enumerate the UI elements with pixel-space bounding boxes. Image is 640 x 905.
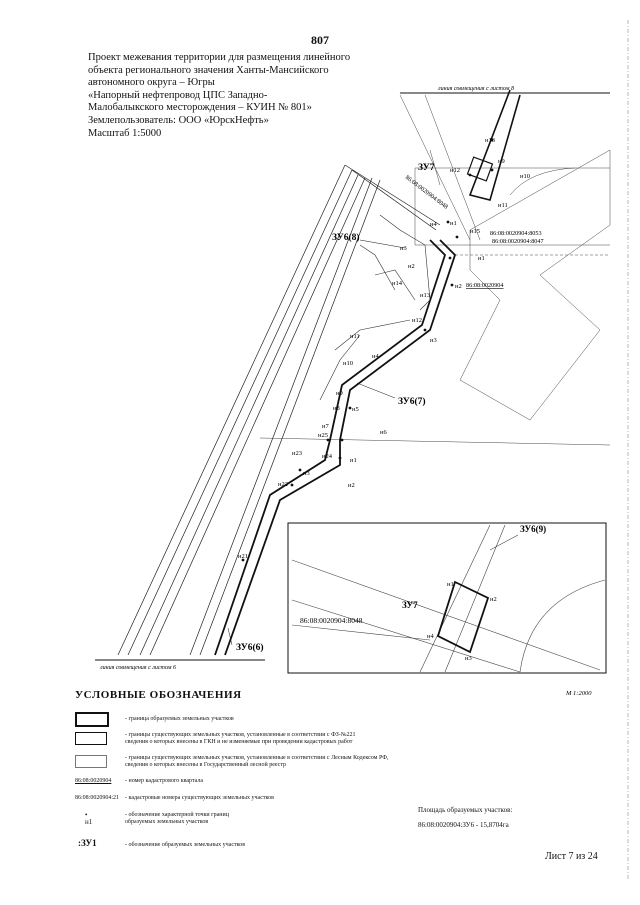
point-label: н15 xyxy=(470,228,480,235)
point-label: н13 xyxy=(420,292,430,299)
legend-sample: 86:08:0020904 xyxy=(75,778,112,784)
corridor-inner-lines xyxy=(319,214,431,401)
cadastral-label: 86:08:0020904:8048 xyxy=(404,174,449,211)
point-label: н10 xyxy=(520,173,530,180)
point-label: н11 xyxy=(350,333,360,340)
point-label: н2 xyxy=(455,283,462,290)
point-label: н1 xyxy=(350,457,357,464)
match-line-bottom-label: линия совмещения с листом 6 xyxy=(99,665,176,671)
point-label: н5 xyxy=(352,406,359,413)
point-label: н4 xyxy=(372,353,379,360)
parcel-zu6-outline xyxy=(214,239,457,656)
legend-text: - обозначение образуемых земельных участ… xyxy=(125,842,246,848)
legend-text: - обозначение характерной точки границ xyxy=(125,812,229,818)
title-line: «Напорный нефтепровод ЦПС Западно- xyxy=(88,89,268,101)
point-label: н4 xyxy=(430,221,437,228)
point-label: н3 xyxy=(400,245,407,252)
legend-text: - границы существующих земельных участко… xyxy=(125,732,356,738)
legend-text: - границы существующих земельных участко… xyxy=(125,755,389,761)
inset-frame xyxy=(287,522,607,674)
cadastral-label: 86:08:0020904:8053 xyxy=(490,230,542,237)
road-corridor xyxy=(117,164,441,656)
point-label: н13 xyxy=(485,137,495,144)
inset-point-label: н2 xyxy=(490,596,497,603)
title-line: Проект межевания территории для размещен… xyxy=(88,52,351,63)
leader-line xyxy=(359,239,406,249)
inset-boundaries xyxy=(291,524,606,673)
parcel-label-zu6-8: ЗУ6(8) xyxy=(332,232,360,243)
match-line-top-label: линия совмещения с листом 8 xyxy=(437,86,514,92)
inset-point-labels: н1 н2 н3 н4 xyxy=(427,581,497,662)
area-value: 86:08:0020904:ЗУ6 - 15,8704га xyxy=(418,821,509,829)
page-number: 807 xyxy=(311,33,329,47)
legend-text: - граница образуемых земельных участков xyxy=(125,716,234,722)
point-label: н1 xyxy=(450,220,457,227)
point-label: н25 xyxy=(318,432,328,439)
point-label: н12 xyxy=(450,167,460,174)
parcel-labels: ЗУ7 ЗУ6(8) ЗУ6(7) ЗУ6(6) xyxy=(236,163,435,653)
point-labels: н13 н9 н10 н12 н11 н4 н15 н1 н3 н1 н2 н1… xyxy=(238,137,530,560)
title-line: Землепользователь: ООО «ЮрскНефть» xyxy=(88,114,269,126)
inset-point-label: н1 xyxy=(447,581,454,588)
point-label: н2 xyxy=(408,263,415,270)
point-label: н24 xyxy=(322,453,333,460)
point-label: н21 xyxy=(238,553,248,560)
parcel-label-zu6-6: ЗУ6(6) xyxy=(236,642,264,653)
point-label: н9 xyxy=(498,158,505,165)
legend-sample: • н1 xyxy=(85,811,93,826)
point-label: н9 xyxy=(336,390,343,397)
legend-title: УСЛОВНЫЕ ОБОЗНАЧЕНИЯ xyxy=(75,689,242,701)
inset-parcel-zu7 xyxy=(436,580,490,654)
point-label: н11 xyxy=(498,202,508,209)
cadastral-label: 86:08:0020904:8047 xyxy=(492,238,544,245)
point-label: н7 xyxy=(322,423,329,430)
area-block: Площадь образуемых участков: 86:08:00209… xyxy=(418,803,512,833)
leader-line xyxy=(489,534,519,551)
point-label: н2 xyxy=(348,482,355,489)
point-label: н22 xyxy=(278,481,288,488)
legend-symbol-forest-boundary xyxy=(75,755,107,768)
legend-text: - кадастровые номера существующих земель… xyxy=(125,795,274,801)
inset-cadastral-label: 86:08:0020904:8048 xyxy=(300,616,363,625)
inset-point-label: н4 xyxy=(427,633,434,640)
existing-boundaries xyxy=(259,94,611,446)
inset-scale: М 1:2000 xyxy=(565,690,592,697)
sheet-number: Лист 7 из 24 xyxy=(545,851,598,862)
legend-symbol-new-boundary xyxy=(75,712,109,727)
title-line: объекта регионального значения Ханты-Ман… xyxy=(88,64,329,76)
point-label: н23 xyxy=(292,450,302,457)
point-label: н3 xyxy=(303,470,310,477)
point-label: н6 xyxy=(380,429,387,436)
inset-parcel-label: ЗУ7 xyxy=(402,600,418,610)
leader-line xyxy=(356,382,396,399)
legend-text: образуемых земельных участков xyxy=(125,819,209,825)
inset-parcel-ref: ЗУ6(9) xyxy=(520,524,546,534)
parcel-label-zu6-7: ЗУ6(7) xyxy=(398,396,426,407)
title-line: Малобалыкского месторождения – КУИН № 80… xyxy=(88,102,312,114)
leader-line xyxy=(227,627,233,646)
legend-text: сведения о которых внесены в Государстве… xyxy=(125,762,287,768)
legend-text: - номер кадастрового квартала xyxy=(125,778,204,784)
document-title: Проект межевания территории для размещен… xyxy=(88,52,378,140)
point-label: н12 xyxy=(412,317,422,324)
legend-sample: :ЗУ1 xyxy=(78,838,97,848)
point-label: н10 xyxy=(343,360,353,367)
boundary-points xyxy=(241,138,494,562)
point-label: н1 xyxy=(478,255,485,262)
cadastral-quarter-label: 86:08:0020904 xyxy=(466,282,503,289)
inset-point-label: н3 xyxy=(465,655,472,662)
point-label: н14 xyxy=(392,280,403,287)
title-line: автономного округа – Югры xyxy=(88,77,215,89)
legend-symbol-existing-boundary xyxy=(75,732,107,745)
area-heading: Площадь образуемых участков: xyxy=(418,806,513,814)
point-label: н3 xyxy=(430,337,437,344)
point-label: н8 xyxy=(333,405,340,412)
parcel-label-zu7: ЗУ7 xyxy=(418,163,435,173)
title-line: Масштаб 1:5000 xyxy=(88,127,162,139)
legend-text: сведения о которых внесены в ГКН и не из… xyxy=(125,739,353,745)
parcel-zu7-outline xyxy=(466,89,521,201)
legend-sample: 86:08:0020904:21 xyxy=(75,795,120,801)
